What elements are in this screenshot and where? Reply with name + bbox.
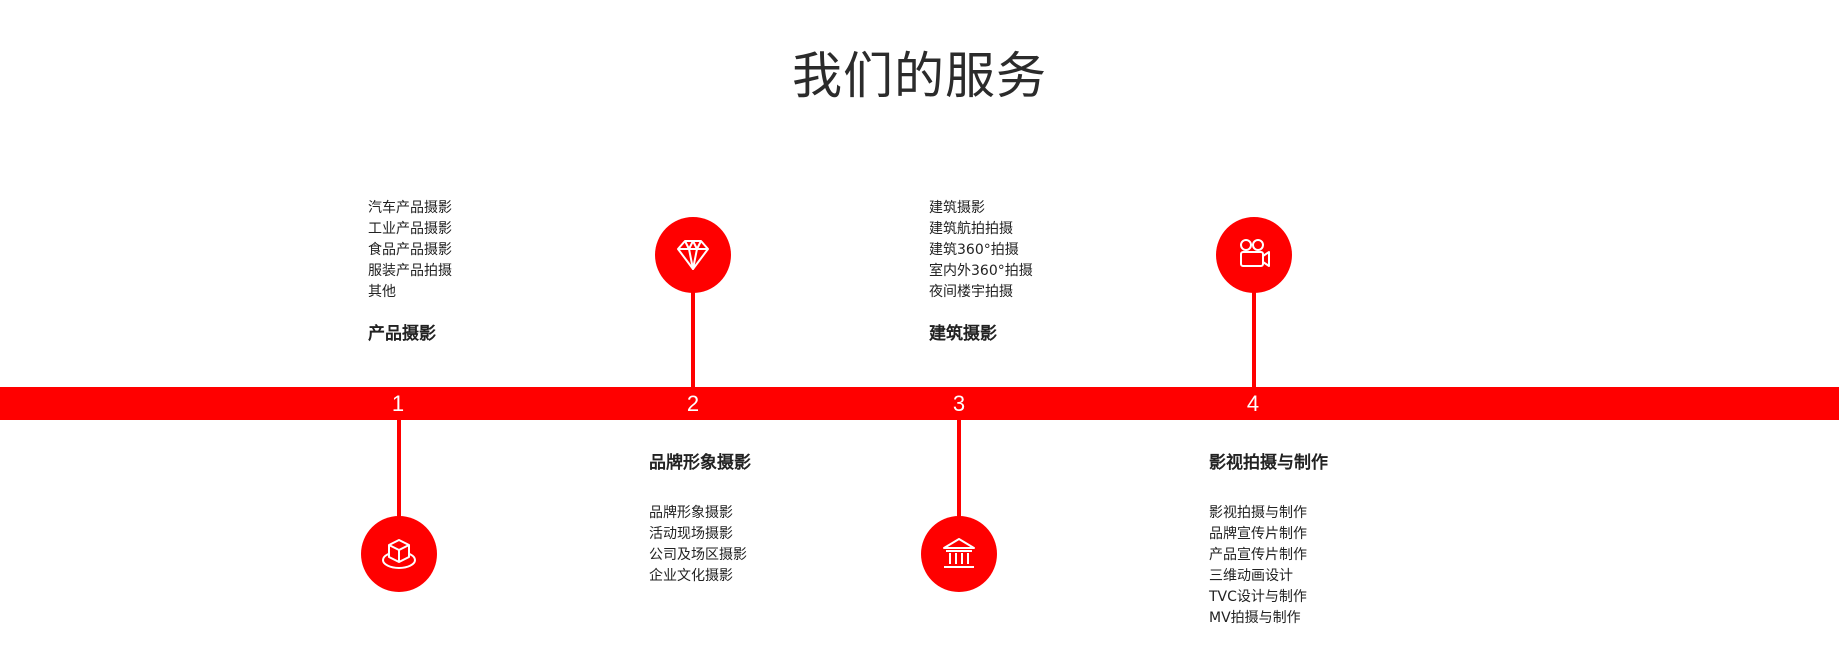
service-4-list: 影视拍摄与制作 品牌宣传片制作 产品宣传片制作 三维动画设计 TVC设计与制作 … xyxy=(1209,503,1328,629)
list-item[interactable]: 产品宣传片制作 xyxy=(1209,547,1307,563)
service-2-list: 品牌形象摄影 活动现场摄影 公司及场区摄影 企业文化摄影 xyxy=(649,503,751,587)
service-3-list: 建筑摄影 建筑航拍拍摄 建筑360°拍摄 室内外360°拍摄 夜间楼宇拍摄 xyxy=(929,198,1033,303)
service-3-icon-circle[interactable] xyxy=(921,516,997,592)
list-item[interactable]: 三维动画设计 xyxy=(1209,568,1293,584)
list-item[interactable]: 公司及场区摄影 xyxy=(649,547,747,563)
diamond-icon xyxy=(677,240,709,270)
list-item[interactable]: 建筑航拍拍摄 xyxy=(929,221,1013,237)
service-2-heading[interactable]: 品牌形象摄影 xyxy=(649,453,751,473)
service-1-heading[interactable]: 产品摄影 xyxy=(368,324,436,344)
video-camera-icon xyxy=(1240,239,1270,267)
service-3-text: 建筑摄影 建筑航拍拍摄 建筑360°拍摄 室内外360°拍摄 夜间楼宇拍摄 建筑… xyxy=(929,198,1033,346)
step-number-3: 3 xyxy=(952,391,966,416)
service-2-icon-circle[interactable] xyxy=(655,217,731,293)
service-3-heading[interactable]: 建筑摄影 xyxy=(929,324,997,344)
page-title: 我们的服务 xyxy=(792,47,1047,105)
list-item[interactable]: 品牌宣传片制作 xyxy=(1209,526,1307,542)
step-number-4: 4 xyxy=(1246,391,1260,416)
list-item[interactable]: 汽车产品摄影 xyxy=(368,200,452,216)
list-item[interactable]: 工业产品摄影 xyxy=(368,221,452,237)
service-2-stem xyxy=(691,290,695,387)
building-icon xyxy=(943,538,975,568)
service-4-heading[interactable]: 影视拍摄与制作 xyxy=(1209,453,1328,473)
list-item[interactable]: 夜间楼宇拍摄 xyxy=(929,284,1013,300)
service-2-text: 品牌形象摄影 品牌形象摄影 活动现场摄影 公司及场区摄影 企业文化摄影 xyxy=(649,451,751,587)
list-item[interactable]: 建筑摄影 xyxy=(929,200,985,216)
list-item[interactable]: 服装产品拍摄 xyxy=(368,263,452,279)
list-item[interactable]: TVC设计与制作 xyxy=(1209,589,1307,605)
box-icon xyxy=(382,539,416,569)
list-item[interactable]: 其他 xyxy=(368,284,396,300)
service-1-list: 汽车产品摄影 工业产品摄影 食品产品摄影 服装产品拍摄 其他 xyxy=(368,198,452,303)
service-1-text: 汽车产品摄影 工业产品摄影 食品产品摄影 服装产品拍摄 其他 产品摄影 xyxy=(368,198,452,346)
list-item[interactable]: 建筑360°拍摄 xyxy=(929,242,1019,258)
service-4-stem xyxy=(1252,290,1256,387)
list-item[interactable]: 室内外360°拍摄 xyxy=(929,263,1033,279)
list-item[interactable]: 影视拍摄与制作 xyxy=(1209,505,1307,521)
service-1-icon-circle[interactable] xyxy=(361,516,437,592)
service-3-stem xyxy=(957,420,961,520)
step-number-2: 2 xyxy=(686,391,700,416)
list-item[interactable]: MV拍摄与制作 xyxy=(1209,610,1301,626)
step-number-1: 1 xyxy=(391,391,405,416)
list-item[interactable]: 活动现场摄影 xyxy=(649,526,733,542)
service-1-stem xyxy=(397,420,401,520)
service-4-text: 影视拍摄与制作 影视拍摄与制作 品牌宣传片制作 产品宣传片制作 三维动画设计 T… xyxy=(1209,451,1328,629)
service-4-icon-circle[interactable] xyxy=(1216,217,1292,293)
list-item[interactable]: 品牌形象摄影 xyxy=(649,505,733,521)
list-item[interactable]: 食品产品摄影 xyxy=(368,242,452,258)
list-item[interactable]: 企业文化摄影 xyxy=(649,568,733,584)
timeline-band xyxy=(0,387,1839,420)
